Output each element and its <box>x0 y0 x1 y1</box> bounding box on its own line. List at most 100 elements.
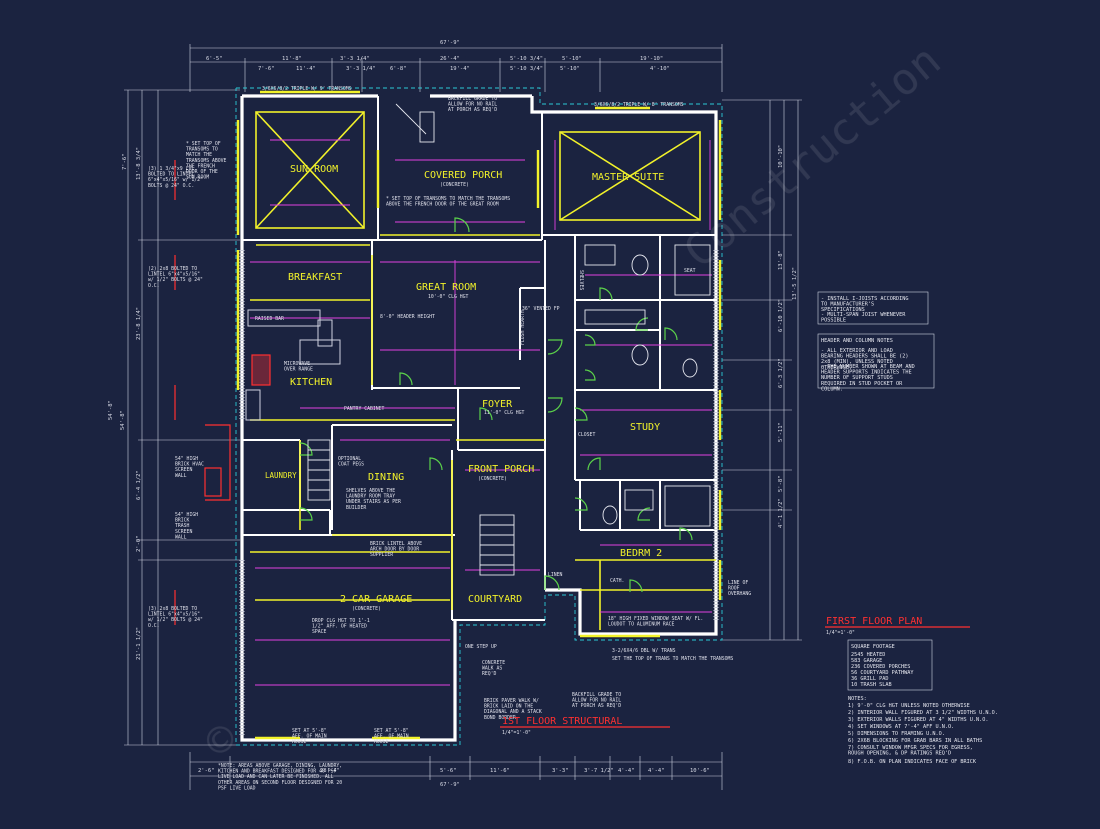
dim-bottom-1: 28'-4" <box>320 768 340 774</box>
general-note-2: 2) INTERIOR WALL FIGURED AT 3 1/2" WIDTH… <box>848 710 998 716</box>
room-great-room-sub: 10'-0" CLG HGT <box>428 294 469 300</box>
room-foyer: FOYER <box>482 399 513 410</box>
dim-right-5: 5'-8" <box>778 475 784 492</box>
note-one-step-up: ONE STEP UP <box>465 644 497 650</box>
note-raised-bar: RAISED BAR <box>255 316 284 322</box>
dim-left-0: 7'-6" <box>122 153 128 170</box>
general-notes-title: NOTES: <box>848 696 867 702</box>
dim-top-inner-2: 3'-3 1/4" <box>346 66 376 72</box>
door-swings <box>299 217 693 593</box>
note-triple-transoms-top: 3/6X6/8/2 TRIPLE W/ 9' TRANSOMS <box>262 86 352 92</box>
general-note-4: 4) SET WINDOWS AT 7'-4" AFF U.N.O. <box>848 724 954 730</box>
dims-right: 10'-10"13'-8"6'-10 1/2"6'-3 1/2"5'-11"5'… <box>778 145 798 528</box>
dimension-lines <box>124 44 802 790</box>
room-linen: LINEN <box>548 572 563 578</box>
dim-bottom-0: 2'-6" <box>198 768 215 774</box>
room-front-porch: FRONT PORCH <box>468 464 534 475</box>
room-garage: 2 CAR GARAGE <box>340 594 412 605</box>
note-vented: 36" VENTED FP <box>522 306 560 312</box>
room-courtyard: COURTYARD <box>468 594 522 605</box>
plan-scale: 1/4"=1'-0" <box>826 630 855 636</box>
dim-bottom-3: 11'-6" <box>490 768 510 774</box>
note-match-trans: SET THE TOP OF TRANS TO MATCH THE TRANSO… <box>612 656 733 662</box>
dim-top-5: 5'-10" <box>562 56 582 62</box>
structural-notes: 3/6X6/8/2 TRIPLE W/ 9' TRANSOMS 3/6X6/8/… <box>148 86 751 791</box>
room-study: STUDY <box>630 422 660 433</box>
dim-bottom-5: 3'-7 1/2" <box>584 768 614 774</box>
dim-bottom-6: 4'-4" <box>618 768 635 774</box>
overall-width: 67'-9" <box>440 40 460 46</box>
red-elements <box>174 160 970 728</box>
dim-top-inner-3: 6'-8" <box>390 66 407 72</box>
dims-top-inner: 7'-6"11'-4"3'-3 1/4"6'-8"19'-4"5'-10 3/4… <box>258 66 670 72</box>
dim-top-inner-7: 4'-10" <box>650 66 670 72</box>
dim-top-inner-5: 5'-10 3/4" <box>510 66 543 72</box>
joist-lines <box>250 139 712 686</box>
room-master-suite: MASTER SUITE <box>592 172 664 183</box>
room-labels: SUN ROOM COVERED PORCH (CONCRETE) MASTER… <box>265 164 696 612</box>
overall-width-bottom: 67'-9" <box>440 782 460 788</box>
structural-title: 1ST FLOOR STRUCTURAL <box>502 716 622 727</box>
dim-left-1: 13'-8 3/4" <box>136 147 142 180</box>
structural-beams <box>236 90 722 740</box>
structural-scale: 1/4"=1'-0" <box>502 730 531 736</box>
dim-top-inner-6: 5'-10" <box>560 66 580 72</box>
overall-depth: 54'-8" <box>108 400 114 420</box>
note-flush-hearth: FLUSH HEARTH <box>520 310 526 345</box>
dims-left: 7'-6"13'-8 3/4"23'-8 1/4"6'-4 1/2"2'-0"2… <box>120 147 142 660</box>
general-note-8: 8) F.O.B. ON PLAN INDICATES FACE OF BRIC… <box>848 759 977 765</box>
header-notes-title: HEADER AND COLUMN NOTES <box>821 338 893 344</box>
dim-right-4: 5'-11" <box>778 422 784 442</box>
room-covered-porch-sub: (CONCRETE) <box>440 182 469 188</box>
room-laundry: LAUNDRY <box>265 471 297 480</box>
sqft-row-2: 583 GARAGE <box>851 658 882 664</box>
foundation-outline <box>235 87 723 746</box>
kitchen-counters <box>245 309 341 421</box>
dims-top: 6'-5"11'-8"3'-3 1/4"26'-4"5'-10 3/4"5'-1… <box>206 56 663 62</box>
sqft-title: SQUARE FOOTAGE <box>851 644 895 650</box>
general-note-7: 7) CONSULT WINDOW MFGR SPECS FOR EGRESS,… <box>848 745 973 757</box>
room-kitchen: KITCHEN <box>290 377 332 388</box>
dim-top-inner-4: 19'-4" <box>450 66 470 72</box>
dim-right-7: 13'-5 1/2" <box>792 267 798 300</box>
dim-right-0: 10'-10" <box>778 145 784 168</box>
room-breakfast: BREAKFAST <box>288 272 342 283</box>
room-cath: CATH. <box>610 578 624 584</box>
general-note-6: 6) 2X6B BLOCKING FOR GRAB BARS IN ALL BA… <box>848 738 982 744</box>
sqft-row-3: 236 COVERED PORCHES <box>851 664 910 670</box>
dim-left-2: 23'-8 1/4" <box>136 307 142 340</box>
dim-right-1: 13'-8" <box>778 250 784 270</box>
plan-title: FIRST FLOOR PLAN <box>826 616 922 627</box>
room-shelves: SHELVES <box>578 270 584 290</box>
room-seat: SEAT <box>684 268 696 274</box>
sqft-row-4: 56 COURTYARD PATHWAY <box>851 670 914 676</box>
sqft-row-5: 36 GRILL PAD <box>851 676 888 682</box>
dim-top-3: 26'-4" <box>440 56 460 62</box>
room-sun-room: SUN ROOM <box>290 164 338 175</box>
note-transoms-porch: * SET TOP OF TRANSOMS TO MATCH THE TRANS… <box>386 196 510 208</box>
dim-right-2: 6'-10 1/2" <box>778 299 784 332</box>
room-pantry: PANTRY CABINET <box>344 406 385 412</box>
dim-top-0: 6'-5" <box>206 56 223 62</box>
room-front-porch-sub: (CONCRETE) <box>478 476 507 482</box>
note-bottom: *NOTE: AREAS ABOVE GARAGE, DINING, LAUND… <box>218 763 342 791</box>
room-garage-sub: (CONCRETE) <box>352 606 381 612</box>
bath-fixtures <box>307 103 711 576</box>
